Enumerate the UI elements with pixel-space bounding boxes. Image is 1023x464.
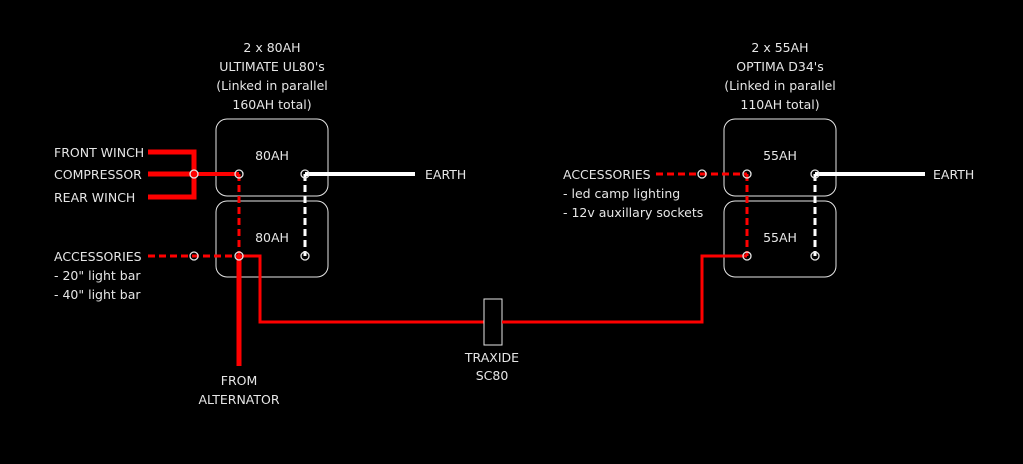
accessories-item-left: - 40" light bar: [54, 287, 141, 302]
accessories-item-right: - 12v auxillary sockets: [563, 205, 703, 220]
load-label-compressor: COMPRESSOR: [54, 167, 142, 182]
accessories-item-right: - led camp lighting: [563, 186, 680, 201]
terminal-negative-icon: [300, 251, 310, 261]
isolator-feed-left: [239, 254, 484, 324]
terminal-negative-icon: [810, 169, 820, 179]
earth-label-left: EARTH: [425, 167, 466, 182]
battery-left-bottom: [215, 200, 329, 278]
right-bank-title-line: 2 x 55AH: [751, 40, 808, 55]
left-bank-title-line: ULTIMATE UL80's: [219, 59, 325, 74]
battery-right-bottom: [723, 200, 837, 278]
right-bank-title-line: (Linked in parallel: [724, 78, 836, 93]
accessories-title-left: ACCESSORIES: [54, 249, 142, 264]
terminal-positive-icon: [742, 169, 752, 179]
terminal-positive-icon: [234, 169, 244, 179]
isolator-label: TRAXIDE: [464, 350, 519, 365]
load-wires: [148, 149, 197, 200]
right-bank-title-line: OPTIMA D34's: [736, 59, 824, 74]
isolator-feed-right: [502, 254, 747, 324]
battery-left-top-label: 80AH: [255, 148, 289, 163]
left-bank-title-line: (Linked in parallel: [216, 78, 328, 93]
right-battery-bank: 2 x 55AH OPTIMA D34's (Linked in paralle…: [502, 40, 974, 324]
earth-label-right: EARTH: [933, 167, 974, 182]
battery-right-bottom-label: 55AH: [763, 230, 797, 245]
alternator-label: FROM: [221, 373, 258, 388]
accessories-title-right: ACCESSORIES: [563, 167, 651, 182]
left-battery-bank: 2 x 80AH ULTIMATE UL80's (Linked in para…: [54, 40, 484, 407]
battery-right-top: [723, 118, 837, 197]
terminal-negative-icon: [300, 169, 310, 179]
terminal-positive-icon: [234, 251, 244, 261]
alternator-label: ALTERNATOR: [198, 392, 279, 407]
battery-right-top-label: 55AH: [763, 148, 797, 163]
junction-icon: [697, 169, 707, 179]
isolator: TRAXIDE SC80: [464, 298, 519, 383]
left-bank-title-line: 160AH total): [232, 97, 311, 112]
right-bank-title-line: 110AH total): [740, 97, 819, 112]
isolator-label: SC80: [476, 368, 509, 383]
accessories-item-left: - 20" light bar: [54, 268, 141, 283]
left-bank-title-line: 2 x 80AH: [243, 40, 300, 55]
load-label-rear-winch: REAR WINCH: [54, 190, 135, 205]
isolator-box: [483, 298, 503, 346]
junction-icon: [189, 251, 199, 261]
junction-icon: [189, 169, 199, 179]
battery-left-top: [215, 118, 329, 197]
battery-left-bottom-label: 80AH: [255, 230, 289, 245]
terminal-positive-icon: [742, 251, 752, 261]
load-label-front-winch: FRONT WINCH: [54, 145, 144, 160]
terminal-negative-icon: [810, 251, 820, 261]
